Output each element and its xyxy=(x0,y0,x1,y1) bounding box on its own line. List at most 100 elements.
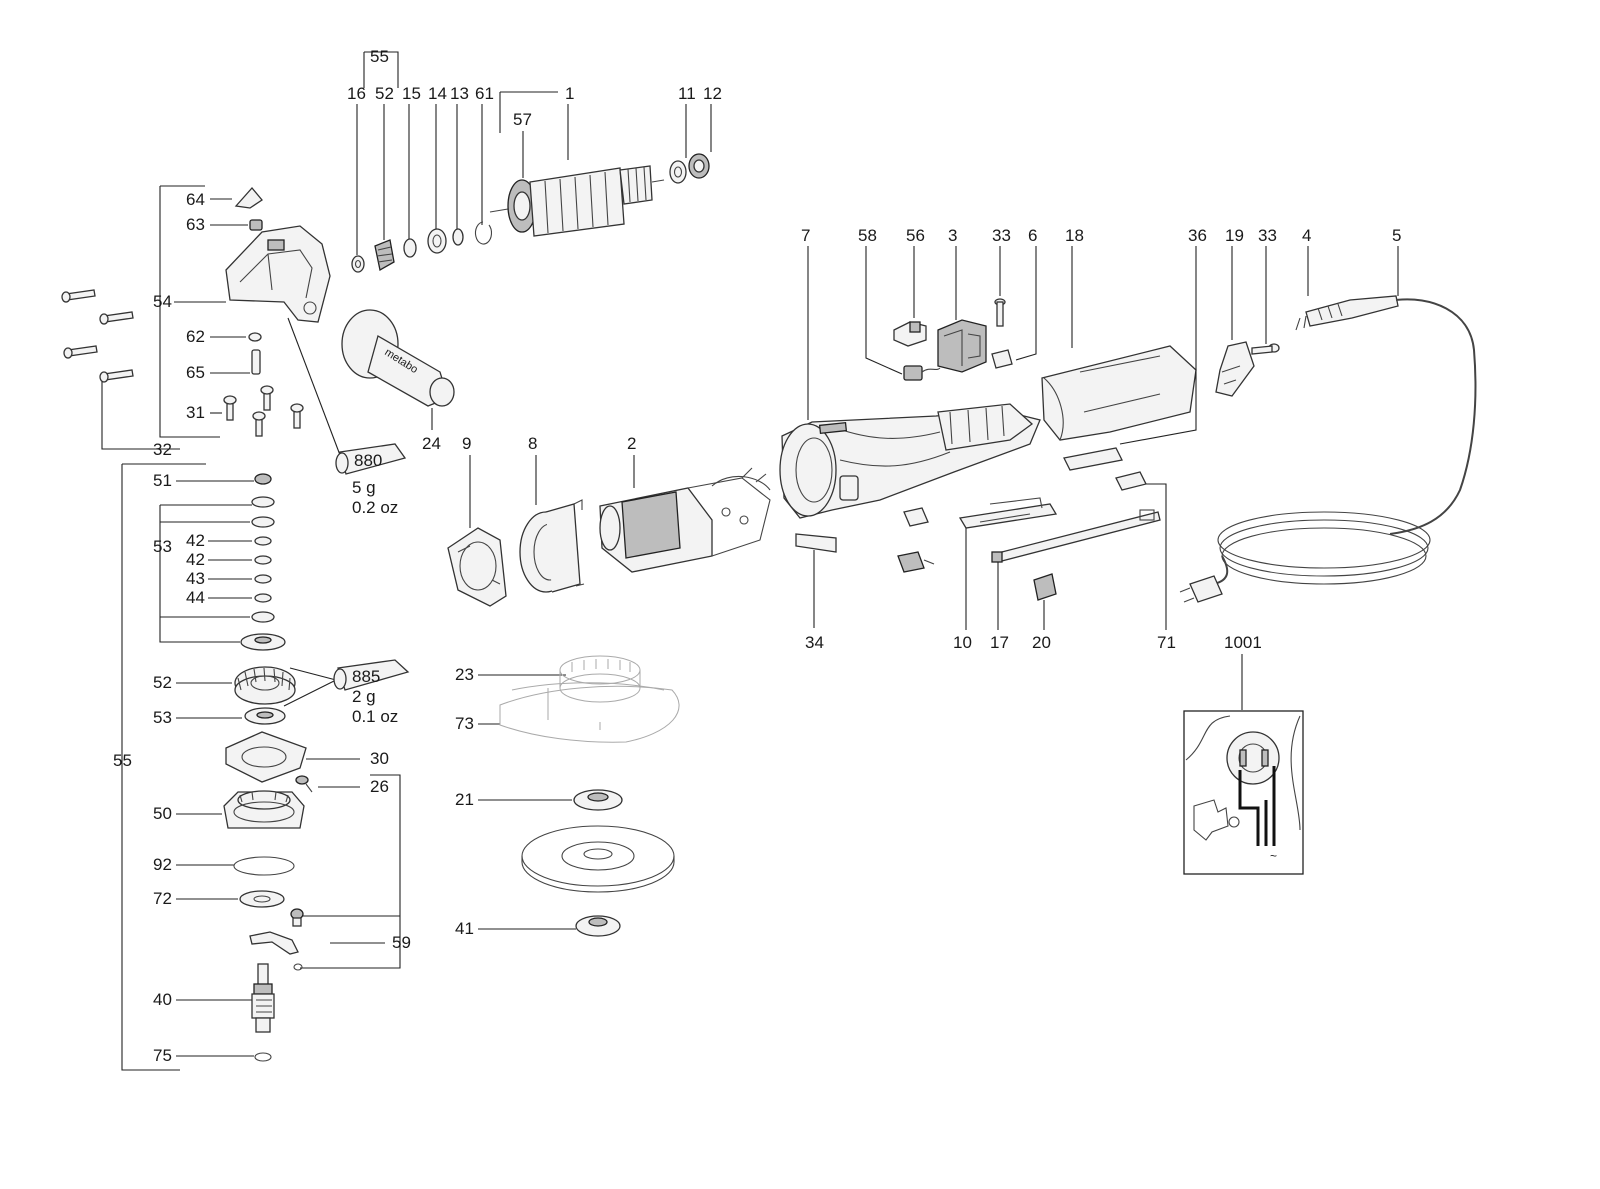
shim-42a xyxy=(254,536,272,546)
callout-42b: 42 xyxy=(186,550,205,569)
shim-43 xyxy=(254,574,272,584)
washer-13 xyxy=(452,228,464,246)
callout-63: 63 xyxy=(186,215,205,234)
o-ring-92 xyxy=(233,856,295,876)
callout-44: 44 xyxy=(186,588,205,607)
callout-53a: 53 xyxy=(153,537,172,556)
cord-protector-4 xyxy=(1295,295,1399,331)
armature-group: 55 16 52 15 14 13 61 1 57 11 12 xyxy=(347,47,722,273)
callout-1001: 1001 xyxy=(1224,633,1262,652)
nut-51 xyxy=(254,473,272,485)
callout-65: 65 xyxy=(186,363,205,382)
rear-cover-18 xyxy=(1041,345,1197,441)
shim-53a xyxy=(251,496,275,508)
clamping-nut-41 xyxy=(575,915,621,937)
callout-31: 31 xyxy=(186,403,205,422)
clip-59 xyxy=(293,963,303,971)
callout-10: 10 xyxy=(953,633,972,652)
o-ring-75 xyxy=(254,1052,272,1062)
bearing-cap-12 xyxy=(688,153,710,179)
callout-6: 6 xyxy=(1028,226,1037,245)
callout-55: 55 xyxy=(113,751,132,770)
label-36 xyxy=(1063,447,1123,471)
spindle-40 xyxy=(251,963,275,1033)
switch-knob-20 xyxy=(1033,573,1057,601)
callout-75: 75 xyxy=(153,1046,172,1065)
callout-12: 12 xyxy=(703,84,722,103)
callout-7: 7 xyxy=(801,226,810,245)
screw-33b xyxy=(1251,343,1280,355)
spring-71 xyxy=(1115,471,1147,491)
callout-32: 32 xyxy=(153,440,172,459)
nut-16 xyxy=(351,255,365,273)
svg-text:~: ~ xyxy=(1270,849,1277,863)
callout-1: 1 xyxy=(565,84,574,103)
motor-group: 9 8 2 xyxy=(447,434,771,607)
callout-41: 41 xyxy=(455,919,474,938)
shim-42b xyxy=(254,555,272,565)
spring-63 xyxy=(249,219,263,231)
callout-19: 19 xyxy=(1225,226,1244,245)
switch-3 xyxy=(937,319,987,373)
callout-9: 9 xyxy=(462,434,471,453)
callout-55-top: 55 xyxy=(370,47,389,66)
callout-24: 24 xyxy=(422,434,441,453)
callout-33a: 33 xyxy=(992,226,1011,245)
power-cord-5 xyxy=(1179,298,1477,603)
callout-17: 17 xyxy=(990,633,1009,652)
tube-880-mass: 5 g xyxy=(352,478,376,497)
shim-53c xyxy=(251,611,275,623)
air-baffle-8 xyxy=(519,499,585,593)
screws-32 xyxy=(61,289,134,383)
field-coil-2 xyxy=(599,467,771,573)
callout-53b: 53 xyxy=(153,708,172,727)
brush-holder-56 xyxy=(893,321,927,347)
callout-42a: 42 xyxy=(186,531,205,550)
gear-housing-54 xyxy=(225,225,331,323)
washer-15 xyxy=(403,238,417,258)
callout-20: 20 xyxy=(1032,633,1051,652)
grinding-disc xyxy=(521,825,675,893)
spindle-lock-button-64 xyxy=(234,187,263,209)
washer-72 xyxy=(239,890,285,908)
side-handle-24: metabo xyxy=(341,309,455,407)
bearing-14 xyxy=(427,228,447,254)
callout-5: 5 xyxy=(1392,226,1401,245)
wiring-diagram-1001: 1001 ~ xyxy=(1183,633,1304,875)
callout-33b: 33 xyxy=(1258,226,1277,245)
support-flange-21 xyxy=(573,789,623,811)
callout-50: 50 xyxy=(153,804,172,823)
armature-1 xyxy=(489,165,665,237)
callout-40: 40 xyxy=(153,990,172,1009)
gasket-30 xyxy=(225,731,307,783)
callout-36: 36 xyxy=(1188,226,1207,245)
slide-switch-17 xyxy=(991,509,1161,563)
callout-52: 52 xyxy=(153,673,172,692)
brush-holder-lower xyxy=(897,507,935,573)
crown-gear-52 xyxy=(234,666,296,705)
lock-lever-59 xyxy=(249,931,299,955)
callout-59: 59 xyxy=(392,933,411,952)
callout-14: 14 xyxy=(428,84,447,103)
callout-64: 64 xyxy=(186,190,205,209)
callout-2: 2 xyxy=(627,434,636,453)
o-ring-62 xyxy=(248,332,262,342)
gear-head-group: 64 63 54 32 62 65 31 xyxy=(61,185,455,517)
callout-52-top: 52 xyxy=(375,84,394,103)
label-34 xyxy=(795,533,837,553)
callout-23: 23 xyxy=(455,665,474,684)
guard-group: 23 73 21 41 xyxy=(455,655,680,938)
motor-housing-7 xyxy=(779,403,1041,519)
callout-62: 62 xyxy=(186,327,205,346)
wheel-guard-73 xyxy=(499,682,680,743)
flange-53-top xyxy=(240,633,286,651)
callout-72: 72 xyxy=(153,889,172,908)
grease-tube-880: 880 xyxy=(335,443,407,475)
screw-33a xyxy=(994,298,1006,327)
callout-16: 16 xyxy=(347,84,366,103)
callout-34: 34 xyxy=(805,633,824,652)
callout-13: 13 xyxy=(450,84,469,103)
bearing-11 xyxy=(669,160,687,184)
callout-92: 92 xyxy=(153,855,172,874)
housing-group: 7 58 56 3 33 xyxy=(779,226,1477,652)
